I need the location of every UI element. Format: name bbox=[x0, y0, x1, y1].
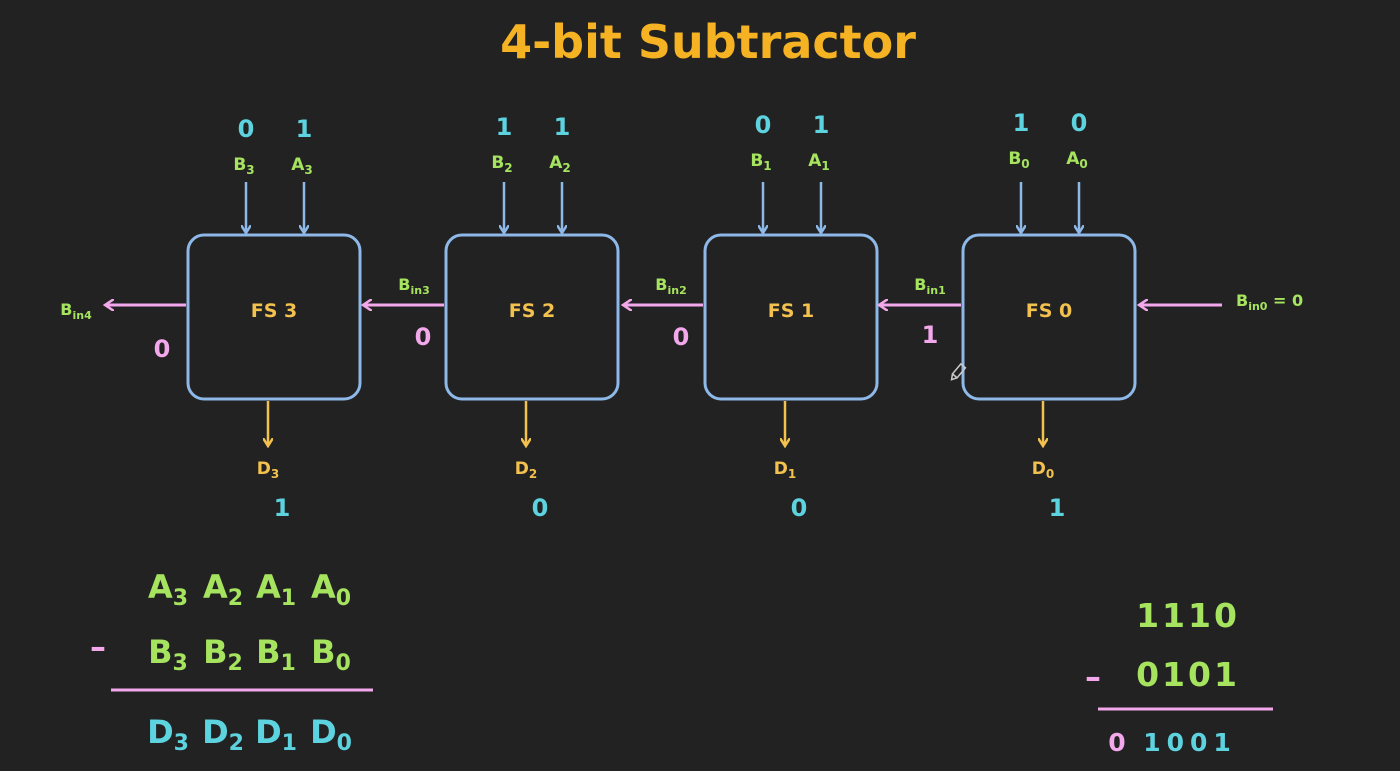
equation-a-term: A2 bbox=[203, 568, 243, 611]
borrow-label: Bin2 bbox=[655, 275, 686, 297]
equation-d-term: D0 bbox=[310, 713, 352, 756]
a-input-value: 1 bbox=[554, 113, 571, 141]
difference-label: D3 bbox=[257, 459, 279, 481]
stage-label: FS 3 bbox=[251, 300, 298, 322]
borrow-value: 0 bbox=[415, 323, 432, 351]
b-input-value: 0 bbox=[755, 111, 772, 139]
borrow-chain: Bin4 0 Bin3 0 Bin2 0 Bin1 1 Bin0 = 0 bbox=[60, 275, 1303, 363]
pencil-cursor-icon bbox=[950, 362, 967, 381]
full-subtractor-box bbox=[444, 233, 620, 401]
full-subtractor-box bbox=[186, 233, 362, 401]
difference-label: D0 bbox=[1032, 459, 1054, 481]
equation-a-term: A3 bbox=[148, 568, 188, 611]
stage-label: FS 0 bbox=[1026, 300, 1073, 322]
borrow-value: 1 bbox=[922, 321, 939, 349]
a-input-label: A3 bbox=[291, 155, 313, 177]
a-input-value: 1 bbox=[296, 115, 313, 143]
worked-example: 1110–0101 0 1001 bbox=[1085, 596, 1273, 757]
equation-a-term: A1 bbox=[256, 568, 296, 611]
example-minus: – bbox=[1085, 658, 1101, 696]
equation-b-term: B2 bbox=[203, 633, 243, 676]
example-borrow-digit: 0 bbox=[1108, 728, 1125, 757]
page-title: 4-bit Subtractor bbox=[500, 15, 916, 69]
b-input-label: B2 bbox=[491, 153, 512, 175]
full-subtractor-box bbox=[703, 233, 879, 401]
stage-label: FS 1 bbox=[768, 300, 815, 322]
borrow-value: 0 bbox=[673, 323, 690, 351]
borrow-in-label: Bin0 = 0 bbox=[1236, 291, 1303, 313]
b-input-label: B3 bbox=[233, 155, 254, 177]
difference-value: 0 bbox=[532, 494, 549, 522]
a-input-label: A1 bbox=[808, 151, 830, 173]
a-input-value: 1 bbox=[813, 111, 830, 139]
example-minuend: 1110 bbox=[1136, 596, 1240, 635]
borrow-label: Bin1 bbox=[914, 275, 945, 297]
example-result: 1001 bbox=[1143, 728, 1237, 757]
equation-d-term: D3 bbox=[147, 713, 189, 756]
a-input-value: 0 bbox=[1071, 109, 1088, 137]
equation-b-term: B3 bbox=[148, 633, 188, 676]
a-input-label: A2 bbox=[549, 153, 571, 175]
a-input-label: A0 bbox=[1066, 149, 1088, 171]
b-input-value: 1 bbox=[1013, 109, 1030, 137]
equation-minus: – bbox=[90, 628, 106, 666]
equation-d-term: D2 bbox=[202, 713, 244, 756]
equation-b-term: B1 bbox=[256, 633, 296, 676]
equation-d-term: D1 bbox=[255, 713, 297, 756]
borrow-label: Bin3 bbox=[398, 275, 429, 297]
b-input-value: 0 bbox=[238, 115, 255, 143]
difference-value: 1 bbox=[274, 494, 291, 522]
equation-b-term: B0 bbox=[311, 633, 351, 676]
example-subtrahend: 0101 bbox=[1136, 655, 1240, 694]
full-subtractor-box bbox=[961, 233, 1137, 401]
equation-a-term: A0 bbox=[311, 568, 351, 611]
difference-value: 0 bbox=[791, 494, 808, 522]
stage-label: FS 2 bbox=[509, 300, 556, 322]
borrow-label: Bin4 bbox=[60, 300, 92, 322]
difference-label: D2 bbox=[515, 459, 537, 481]
difference-value: 1 bbox=[1049, 494, 1066, 522]
b-input-value: 1 bbox=[496, 113, 513, 141]
difference-label: D1 bbox=[774, 459, 796, 481]
b-input-label: B0 bbox=[1008, 149, 1029, 171]
borrow-value: 0 bbox=[154, 335, 171, 363]
b-input-label: B1 bbox=[750, 151, 771, 173]
